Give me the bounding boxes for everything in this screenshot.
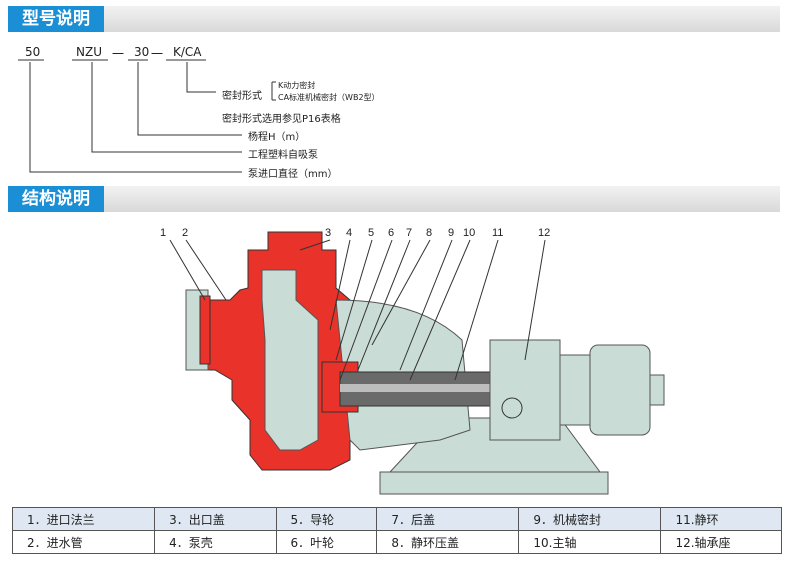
callout-11: 11 [492, 227, 503, 239]
structure-section-header: 结构说明 [8, 186, 780, 212]
bearing-housing [489, 339, 561, 441]
callout-numbers: 1 2 3 4 5 6 7 8 9 10 11 12 [160, 227, 550, 239]
shaft-end [649, 374, 665, 406]
callout-2: 2 [182, 227, 188, 239]
model-section-title: 型号说明 [8, 6, 104, 32]
parts-legend-table: 1．进口法兰 3．出口盖 5．导轮 7．后盖 9．机械密封 11.静环 2．进水… [11, 507, 782, 554]
note-seal-form: 密封形式 [222, 91, 262, 102]
legend-cell: 3．出口盖 [154, 507, 277, 531]
callout-7: 7 [406, 227, 412, 239]
callout-8: 8 [426, 227, 432, 239]
model-section-header: 型号说明 [8, 6, 780, 32]
legend-cell: 7．后盖 [376, 507, 520, 531]
legend-cell: 2．进水管 [11, 530, 156, 554]
code-seal: K/CA [173, 45, 202, 59]
code-dash-1: 一 [112, 47, 125, 61]
legend-cell: 1．进口法兰 [11, 507, 156, 531]
inlet-flange-liner [199, 295, 211, 365]
callout-3: 3 [325, 227, 331, 239]
legend-cell: 8．静环压盖 [376, 530, 520, 554]
shaft-highlight [340, 384, 490, 392]
base-plate [379, 471, 609, 495]
note-seal-ref: 密封形式选用参见P16表格 [222, 114, 341, 125]
note-type: 工程塑料自吸泵 [248, 150, 318, 161]
legend-cell: 10.主轴 [518, 530, 662, 554]
callout-5: 5 [368, 227, 374, 239]
legend-cell: 11.静环 [660, 507, 782, 531]
code-series: NZU [76, 45, 102, 59]
note-bore: 泵进口直径（mm） [248, 169, 338, 180]
callout-4: 4 [346, 227, 352, 239]
callout-leaders [169, 239, 546, 381]
code-dash-2: 一 [151, 47, 164, 61]
pump-inner-cavity [261, 269, 319, 451]
callout-10: 10 [463, 227, 475, 239]
callout-6: 6 [388, 227, 394, 239]
table-row: 1．进口法兰 3．出口盖 5．导轮 7．后盖 9．机械密封 11.静环 [11, 507, 782, 531]
legend-cell: 9．机械密封 [518, 507, 662, 531]
structure-section-title: 结构说明 [8, 186, 104, 212]
oil-gauge [501, 397, 523, 419]
table-row: 2．进水管 4．泵壳 6．叶轮 8．静环压盖 10.主轴 12.轴承座 [11, 530, 782, 554]
coupling [589, 344, 651, 436]
legend-cell: 4．泵壳 [154, 530, 277, 554]
model-code-leaders [18, 59, 276, 173]
note-head: 杨程H（m） [248, 132, 306, 143]
legend-cell: 12.轴承座 [660, 530, 782, 554]
callout-9: 9 [448, 227, 454, 239]
bearing-cap [559, 354, 591, 426]
callout-1: 1 [160, 227, 166, 239]
legend-cell: 5．导轮 [275, 507, 378, 531]
code-bore: 50 [25, 45, 41, 59]
note-seal-k: K动力密封 [278, 81, 316, 90]
legend-cell: 6．叶轮 [275, 530, 378, 554]
note-seal-ca: CA标准机械密封（WB2型） [278, 93, 380, 102]
callout-12: 12 [538, 227, 550, 239]
code-head: 30 [134, 45, 150, 59]
